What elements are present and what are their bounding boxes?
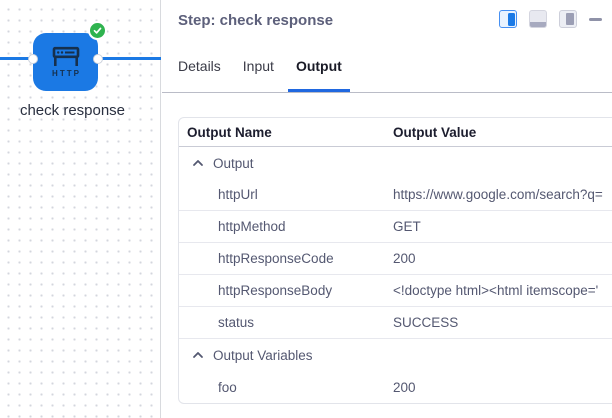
- http-step-node[interactable]: HTTP: [33, 33, 98, 91]
- output-value-cell: <!doctype html><html itemscope=': [393, 283, 599, 298]
- output-value-cell: 200: [393, 379, 416, 395]
- column-header-output-value: Output Value: [393, 124, 477, 140]
- output-name-cell: status: [218, 315, 255, 330]
- column-header-output-name: Output Name: [187, 124, 272, 140]
- table-row-status: status SUCCESS: [179, 307, 612, 339]
- right-panel-fill: [566, 13, 574, 25]
- output-name-cell: httpMethod: [218, 219, 286, 234]
- checkmark-icon: [93, 27, 102, 34]
- split-view-fill: [507, 12, 515, 26]
- tab-output[interactable]: Output: [288, 56, 350, 92]
- chevron-up-icon: [193, 160, 203, 166]
- output-value-cell: 200: [393, 251, 416, 266]
- output-name-cell: httpResponseBody: [218, 283, 333, 298]
- success-check-badge: [88, 21, 107, 40]
- table-row-httpResponseCode: httpResponseCode 200: [179, 243, 612, 275]
- table-row-httpMethod: httpMethod GET: [179, 211, 612, 243]
- output-name-cell: httpResponseCode: [218, 251, 334, 266]
- layout-right-panel-icon[interactable]: [559, 10, 577, 28]
- layout-split-view-icon[interactable]: [499, 10, 517, 28]
- window-controls: [499, 10, 602, 28]
- output-value-cell: GET: [393, 219, 421, 234]
- table-header-row: Output Name Output Value: [179, 118, 612, 147]
- table-row-httpResponseBody: httpResponseBody <!doctype html><html it…: [179, 275, 612, 307]
- table-group-row-output-variables[interactable]: Output Variables: [179, 339, 612, 371]
- browser-window-icon: [52, 46, 79, 66]
- output-name-cell: httpUrl: [218, 187, 258, 202]
- layout-bottom-panel-icon[interactable]: [529, 10, 547, 28]
- bottom-panel-fill: [530, 22, 546, 27]
- step-detail-panel: Step: check response Details Input Outpu…: [162, 0, 612, 418]
- node-label: check response: [19, 102, 126, 119]
- table-row-foo: foo 200: [179, 371, 612, 403]
- table-row-httpUrl: httpUrl https://www.google.com/search?q=: [179, 179, 612, 211]
- output-name-cell: foo: [218, 379, 237, 395]
- output-table: Output Name Output Value Output httpUrl …: [178, 117, 612, 404]
- output-value-cell: https://www.google.com/search?q=: [393, 187, 603, 202]
- node-icon-label: HTTP: [52, 69, 81, 78]
- group-label: Output Variables: [213, 347, 313, 363]
- table-group-row-output[interactable]: Output: [179, 147, 612, 179]
- tab-input[interactable]: Input: [242, 58, 274, 74]
- tab-bar: Details Input Output: [162, 56, 612, 93]
- node-input-port[interactable]: [28, 53, 38, 64]
- minimize-icon[interactable]: [589, 17, 602, 21]
- panel-title: Step: check response: [178, 12, 334, 29]
- workflow-canvas[interactable]: HTTP check response: [0, 0, 161, 418]
- chevron-up-icon: [193, 352, 203, 358]
- output-value-cell: SUCCESS: [393, 315, 459, 330]
- node-output-port[interactable]: [93, 53, 103, 64]
- group-label: Output: [213, 155, 254, 171]
- tab-details[interactable]: Details: [178, 58, 221, 74]
